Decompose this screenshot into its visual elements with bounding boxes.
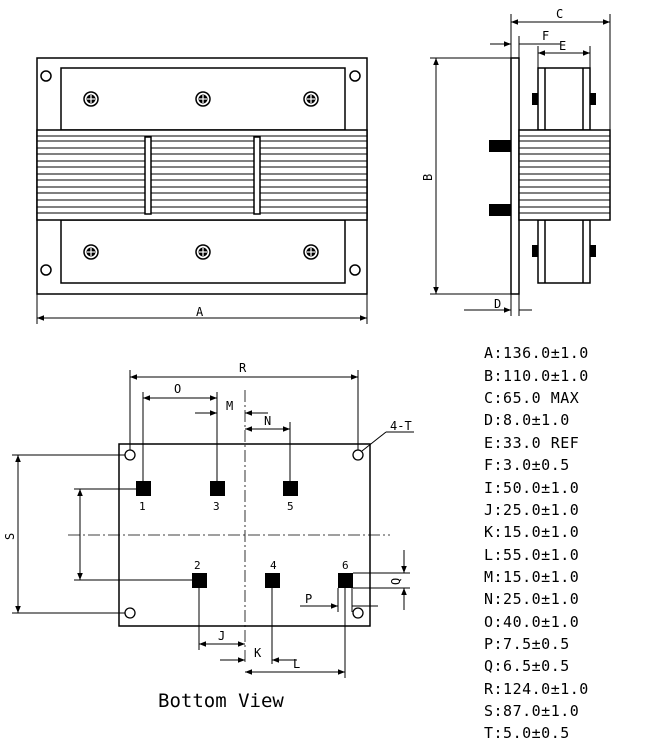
side-view xyxy=(510,57,611,295)
pin-label-2: 2 xyxy=(194,559,201,572)
dimension-pin-rows xyxy=(74,488,192,581)
bolt-head-icon xyxy=(590,245,596,257)
bolt-head-icon xyxy=(532,93,538,105)
spec-a: A:136.0±1.0 xyxy=(484,344,589,362)
pin-4-icon xyxy=(265,573,280,588)
dim-label-j: J xyxy=(218,629,225,643)
dim-label-p: P xyxy=(305,592,312,606)
core-gap-right xyxy=(253,136,261,215)
dimension-a xyxy=(36,294,368,324)
screw-icon xyxy=(195,244,211,260)
spec-p: P:7.5±0.5 xyxy=(484,635,570,653)
mounting-hole-icon xyxy=(40,264,52,276)
dim-label-s: S xyxy=(3,533,17,540)
dim-label-o: O xyxy=(174,382,181,396)
dimension-j xyxy=(198,588,245,650)
spec-k: K:15.0±1.0 xyxy=(484,523,580,541)
bolt-head-icon xyxy=(590,93,596,105)
pin-6-icon xyxy=(338,573,353,588)
screw-icon xyxy=(303,91,319,107)
mounting-hole-icon xyxy=(124,607,136,619)
terminal-pin-icon xyxy=(489,140,511,152)
spec-e: E:33.0 REF xyxy=(484,434,580,452)
dimension-c xyxy=(510,14,611,130)
screw-icon xyxy=(195,91,211,107)
dimension-r xyxy=(129,370,359,450)
dimension-d xyxy=(464,294,532,316)
dimension-p xyxy=(300,588,378,612)
screw-icon xyxy=(303,244,319,260)
spec-t: T:5.0±0.5 xyxy=(484,724,570,742)
dimension-s xyxy=(12,454,125,614)
front-view xyxy=(36,57,368,295)
dimension-e xyxy=(537,46,591,68)
pin-label-3: 3 xyxy=(213,500,220,513)
pin-3-icon xyxy=(210,481,225,496)
dim-label-q: Q xyxy=(389,578,403,585)
spec-i: I:50.0±1.0 xyxy=(484,479,580,497)
dimension-f xyxy=(490,36,560,58)
dimension-l xyxy=(245,588,346,678)
dim-label-k: K xyxy=(254,646,262,660)
spec-m: M:15.0±1.0 xyxy=(484,568,580,586)
spec-q: Q:6.5±0.5 xyxy=(484,657,570,675)
screw-icon xyxy=(83,244,99,260)
dim-label-l: L xyxy=(293,657,300,671)
dim-label-t: 4-T xyxy=(390,419,412,433)
dimension-k xyxy=(220,588,297,664)
spec-f: F:3.0±0.5 xyxy=(484,456,570,474)
pin-label-4: 4 xyxy=(270,559,277,572)
spec-l: L:55.0±1.0 xyxy=(484,546,580,564)
mounting-hole-icon xyxy=(349,70,361,82)
dim-label-c: C xyxy=(556,7,563,21)
pin-2-icon xyxy=(192,573,207,588)
spec-j: J:25.0±1.0 xyxy=(484,501,580,519)
side-mounting-plate xyxy=(510,57,520,295)
side-core xyxy=(518,129,611,221)
dim-label-r: R xyxy=(239,361,247,375)
spec-o: O:40.0±1.0 xyxy=(484,613,580,631)
dim-label-m: M xyxy=(226,399,233,413)
dimension-n xyxy=(245,422,291,481)
screw-icon xyxy=(83,91,99,107)
pin-label-6: 6 xyxy=(342,559,349,572)
bolt-head-icon xyxy=(532,245,538,257)
spec-b: B:110.0±1.0 xyxy=(484,367,589,385)
bottom-view xyxy=(68,390,390,663)
spec-c: C:65.0 MAX xyxy=(484,389,580,407)
pin-1-icon xyxy=(136,481,151,496)
bottom-view-title: Bottom View xyxy=(158,690,284,712)
front-core xyxy=(36,129,368,221)
dim-label-d: D xyxy=(494,297,501,311)
dim-label-e: E xyxy=(559,39,566,53)
spec-n: N:25.0±1.0 xyxy=(484,590,580,608)
dimension-o xyxy=(142,392,218,481)
terminal-pin-icon xyxy=(489,204,511,216)
mounting-hole-icon xyxy=(40,70,52,82)
spec-s: S:87.0±1.0 xyxy=(484,702,580,720)
core-gap-left xyxy=(144,136,152,215)
pin-5-icon xyxy=(283,481,298,496)
dimension-q xyxy=(353,550,410,610)
mounting-hole-icon xyxy=(352,449,364,461)
mounting-hole-icon xyxy=(352,607,364,619)
mounting-hole-icon xyxy=(349,264,361,276)
dim-label-a: A xyxy=(196,305,204,319)
pin-label-5: 5 xyxy=(287,500,294,513)
side-lower-bracket xyxy=(537,219,591,284)
side-upper-bracket xyxy=(537,67,591,131)
core-laminations xyxy=(37,135,367,214)
mounting-hole-icon xyxy=(124,449,136,461)
dim-label-f: F xyxy=(542,29,549,43)
pin-label-1: 1 xyxy=(139,500,146,513)
bottom-pins xyxy=(136,481,353,588)
side-bolts xyxy=(489,93,596,257)
dimension-b xyxy=(430,57,511,295)
spec-r: R:124.0±1.0 xyxy=(484,680,589,698)
dimension-t-leader xyxy=(361,431,414,452)
dim-label-n: N xyxy=(264,414,271,428)
dim-label-b: B xyxy=(421,174,435,181)
spec-d: D:8.0±1.0 xyxy=(484,411,570,429)
